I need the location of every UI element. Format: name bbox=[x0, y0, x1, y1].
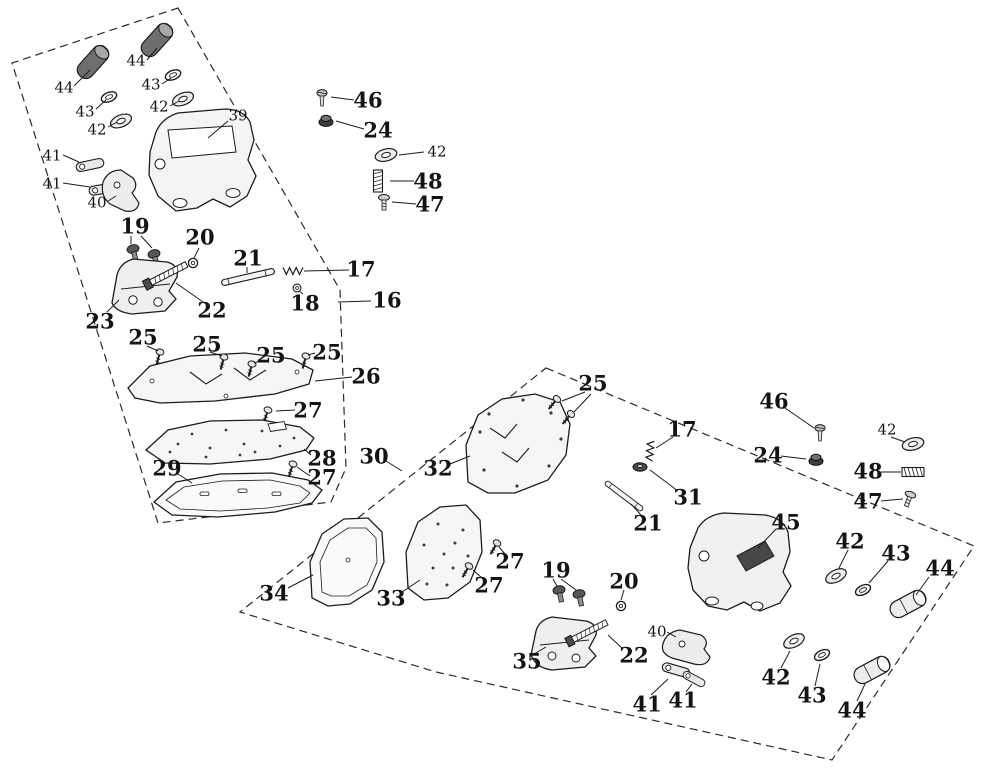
part-label-41: 41 bbox=[42, 146, 62, 165]
part-label-47: 47 bbox=[853, 488, 883, 514]
part-label-24: 24 bbox=[363, 117, 393, 143]
part-label-23: 23 bbox=[85, 308, 115, 334]
part-40-hook bbox=[661, 629, 711, 666]
part-label-25: 25 bbox=[256, 342, 286, 368]
part-label-18: 18 bbox=[290, 290, 320, 316]
part-label-43: 43 bbox=[75, 102, 95, 121]
part-label-21: 21 bbox=[633, 510, 663, 536]
left-assembly-boundary bbox=[11, 7, 347, 524]
part-label-17: 17 bbox=[667, 416, 697, 442]
part-32-tread-plate bbox=[465, 393, 571, 494]
part-label-41: 41 bbox=[42, 174, 62, 193]
part-label-27: 27 bbox=[474, 572, 504, 598]
part-label-42: 42 bbox=[761, 664, 791, 690]
part-label-44: 44 bbox=[54, 78, 74, 97]
part-label-28: 28 bbox=[307, 445, 337, 471]
part-label-17: 17 bbox=[346, 256, 376, 282]
part-label-44: 44 bbox=[925, 555, 955, 581]
part-26-tread-plate bbox=[127, 352, 314, 404]
part-label-48: 48 bbox=[853, 458, 883, 484]
part-label-27: 27 bbox=[307, 464, 337, 490]
part-45-bracket bbox=[687, 512, 792, 612]
part-label-40: 40 bbox=[87, 193, 107, 212]
part-label-24: 24 bbox=[753, 442, 783, 468]
part-label-42: 42 bbox=[877, 420, 897, 439]
part-label-45: 45 bbox=[771, 509, 801, 535]
part-label-19: 19 bbox=[541, 557, 571, 583]
part-label-44: 44 bbox=[126, 51, 146, 70]
part-label-42: 42 bbox=[427, 142, 447, 161]
part-label-43: 43 bbox=[797, 682, 827, 708]
part-label-25: 25 bbox=[312, 339, 342, 365]
part-label-39: 39 bbox=[228, 106, 248, 125]
part-label-25: 25 bbox=[128, 324, 158, 350]
part-label-35: 35 bbox=[512, 648, 542, 674]
part-label-41: 41 bbox=[668, 687, 698, 713]
part-label-32: 32 bbox=[423, 455, 453, 481]
part-label-20: 20 bbox=[185, 224, 215, 250]
part-label-22: 22 bbox=[197, 297, 227, 323]
part-label-30: 30 bbox=[359, 443, 389, 469]
part-label-48: 48 bbox=[413, 168, 443, 194]
right-assembly-boundary bbox=[238, 367, 975, 761]
part-label-44: 44 bbox=[837, 697, 867, 723]
part-label-46: 46 bbox=[353, 87, 383, 113]
part-label-34: 34 bbox=[259, 580, 289, 606]
part-40-hook bbox=[101, 169, 140, 212]
part-29-base-plate bbox=[152, 472, 323, 518]
part-label-40: 40 bbox=[647, 622, 667, 641]
part-label-29: 29 bbox=[152, 455, 182, 481]
leader-lines bbox=[62, 47, 930, 702]
part-label-42: 42 bbox=[149, 97, 169, 116]
part-label-27: 27 bbox=[293, 397, 323, 423]
part-label-19: 19 bbox=[120, 213, 150, 239]
part-label-42: 42 bbox=[835, 528, 865, 554]
part-label-33: 33 bbox=[376, 585, 406, 611]
part-31-washer bbox=[632, 462, 648, 472]
part-label-21: 21 bbox=[233, 245, 263, 271]
part-label-26: 26 bbox=[351, 363, 381, 389]
part-label-42: 42 bbox=[87, 120, 107, 139]
part-label-25: 25 bbox=[578, 370, 608, 396]
part-label-43: 43 bbox=[881, 540, 911, 566]
part-label-25: 25 bbox=[192, 331, 222, 357]
part-label-47: 47 bbox=[415, 191, 445, 217]
part-34-base-plate bbox=[309, 517, 385, 607]
part-39-bracket bbox=[148, 108, 257, 212]
part-label-46: 46 bbox=[759, 388, 789, 414]
part-label-43: 43 bbox=[141, 75, 161, 94]
part-label-31: 31 bbox=[673, 484, 703, 510]
part-label-16: 16 bbox=[372, 287, 402, 313]
part-label-22: 22 bbox=[619, 642, 649, 668]
part-label-27: 27 bbox=[495, 548, 525, 574]
part-label-20: 20 bbox=[609, 568, 639, 594]
part-28-pad-plate bbox=[144, 419, 315, 465]
part-label-41: 41 bbox=[632, 691, 662, 717]
